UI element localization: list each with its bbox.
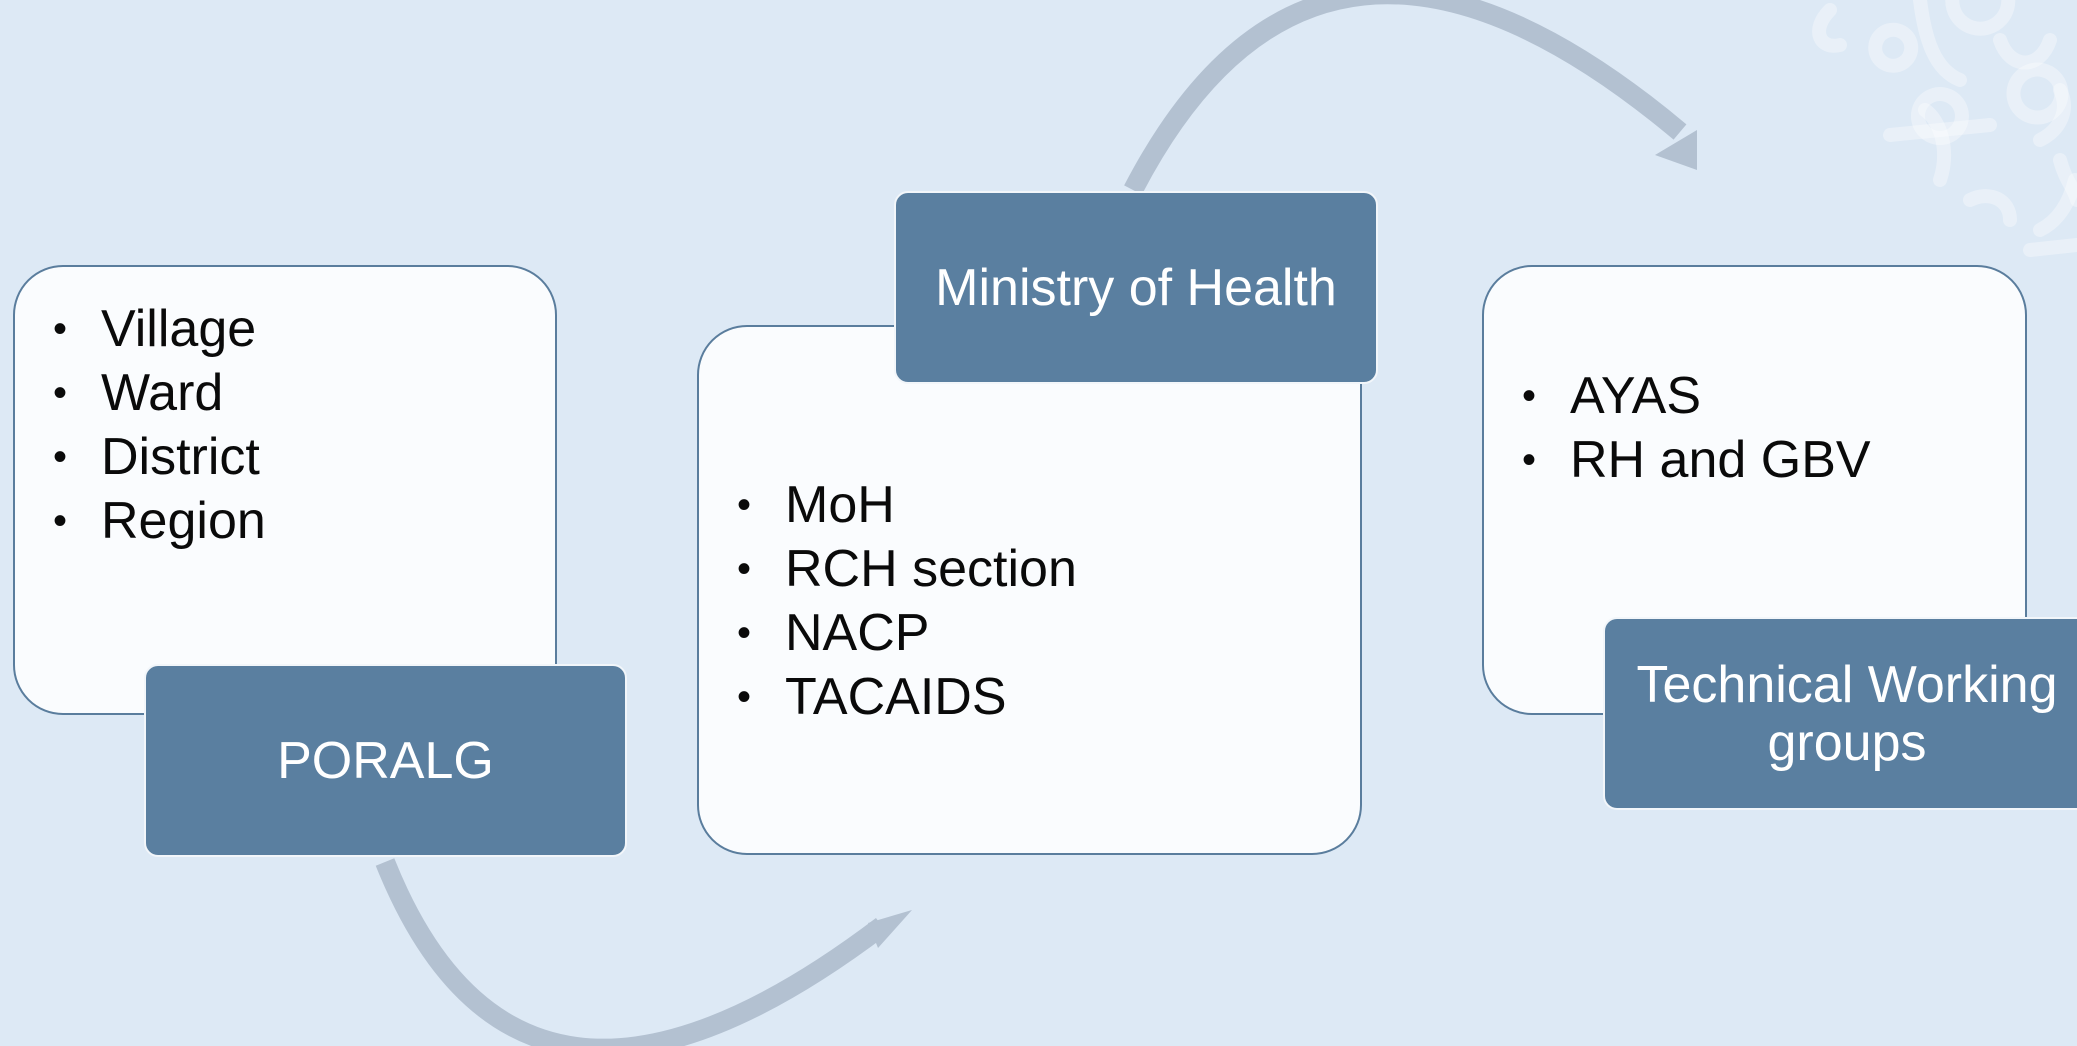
list-item: RCH section — [737, 537, 1077, 601]
list-item: TACAIDS — [737, 665, 1077, 729]
moh-tag: Ministry of Health — [894, 191, 1378, 384]
poralg-list: Village Ward District Region — [53, 297, 266, 553]
list-item: NACP — [737, 601, 1077, 665]
list-item: AYAS — [1522, 364, 1871, 428]
list-item: District — [53, 425, 266, 489]
list-item: Region — [53, 489, 266, 553]
arrow-head-upper — [1655, 130, 1697, 170]
poralg-tag: PORALG — [144, 664, 627, 857]
arrow-head-lower — [868, 910, 912, 948]
twg-tag: Technical Working groups — [1603, 617, 2077, 810]
twg-list: AYAS RH and GBV — [1522, 364, 1871, 492]
moh-card: MoH RCH section NACP TACAIDS — [697, 325, 1362, 855]
moh-list: MoH RCH section NACP TACAIDS — [737, 473, 1077, 729]
list-item: RH and GBV — [1522, 428, 1871, 492]
list-item: MoH — [737, 473, 1077, 537]
arrow-moh-to-twg — [1124, 0, 1687, 195]
arrow-poralg-to-moh — [375, 858, 889, 1046]
list-item: Village — [53, 297, 266, 361]
list-item: Ward — [53, 361, 266, 425]
poralg-card: Village Ward District Region — [13, 265, 557, 715]
